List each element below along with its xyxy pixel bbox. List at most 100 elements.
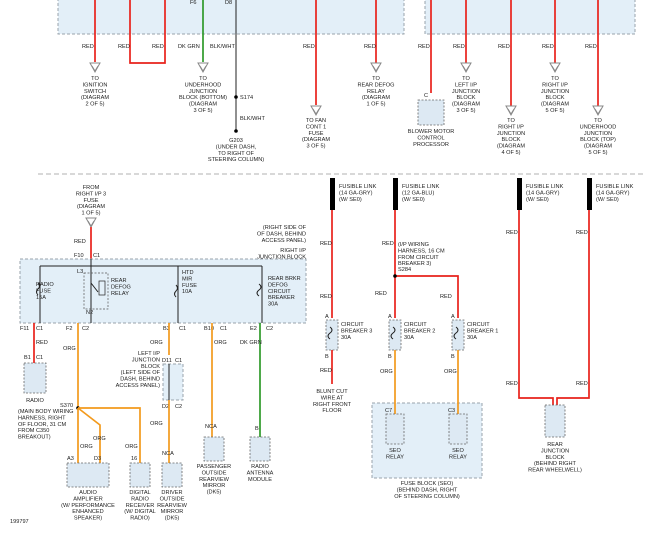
- wire-label: RED: [36, 340, 48, 346]
- fusible-link-2-icon: [393, 178, 398, 210]
- fusible-link-4-icon: [587, 178, 592, 210]
- wire-label: ORG: [150, 340, 163, 346]
- pin: B1: [24, 355, 31, 361]
- pin: C1: [179, 326, 186, 332]
- top-left-junction-block: [57, 0, 405, 35]
- circuit-breaker-1-box: [451, 319, 465, 351]
- wire-label: RED: [506, 230, 518, 236]
- fusible-link-label: FUSIBLE LINK(14 GA-GRY)(W/ SE0): [339, 184, 377, 203]
- rear-brkr-icon: [256, 283, 262, 297]
- audio-amplifier-box: [66, 462, 110, 488]
- pin: C1: [36, 355, 43, 361]
- pin: C7: [385, 408, 392, 414]
- wire-red-cb1: [395, 275, 459, 318]
- nca-label: NCA: [205, 424, 217, 430]
- driver-mirror-box: [161, 462, 183, 488]
- ground-g203-icon: [234, 129, 238, 133]
- breaker-icons: [327, 326, 459, 340]
- arrow-fan-icon: [310, 105, 322, 117]
- wire-red-loop: [129, 0, 166, 64]
- pin-n2: N2: [86, 310, 93, 316]
- wire-label: RED: [118, 44, 130, 50]
- wire-label: ORG: [63, 346, 76, 352]
- wire-label: RED: [152, 44, 164, 50]
- radio-fuse-icon: [36, 282, 40, 296]
- pin-d8: D8: [225, 0, 232, 6]
- wire-label: RED: [542, 44, 554, 50]
- pin: A: [388, 314, 392, 320]
- wire-label: RED: [320, 241, 332, 247]
- seo-relay-1-box: [385, 413, 405, 445]
- seo-relay-2-box: [448, 413, 468, 445]
- pin: D11: [162, 358, 172, 364]
- arrow-underhood-top-icon: [592, 105, 604, 117]
- splice-s284: S284: [398, 267, 411, 273]
- pin: C1: [175, 358, 182, 364]
- wire-label: BLK/WHT: [240, 116, 265, 122]
- pin: E2: [250, 326, 257, 332]
- arrow-right-ip4-icon: [505, 105, 517, 117]
- left-ip-junction-block: [162, 363, 184, 401]
- pin-c1: C1: [93, 253, 100, 259]
- pin: F11: [20, 326, 29, 332]
- wire-label: ORG: [380, 369, 393, 375]
- pin: C2: [82, 326, 89, 332]
- pin-f10: F10: [74, 253, 84, 259]
- passenger-mirror-box: [203, 436, 225, 462]
- wire-label: RED: [320, 368, 332, 374]
- fusible-link-1-icon: [330, 178, 335, 210]
- fusible-link-label: FUSIBLE LINK(12 GA-BLU)(W/ SE0): [402, 184, 440, 203]
- relay-switch-icon: [90, 282, 99, 300]
- pin: C1: [36, 326, 43, 332]
- radio-antenna-box: [249, 436, 271, 462]
- digital-radio-box: [129, 462, 151, 488]
- blower-pin: C: [424, 93, 428, 99]
- wire-label: RED: [82, 44, 94, 50]
- wire-label: RED: [364, 44, 376, 50]
- circuit-breaker-3-box: [325, 319, 339, 351]
- relay-coil-icon: [98, 280, 106, 296]
- rear-junction-block-box: [544, 404, 566, 438]
- right-ip-junction-block: [19, 258, 307, 324]
- pin: B3: [163, 326, 170, 332]
- wire-label: ORG: [80, 444, 93, 450]
- pin: D3: [94, 456, 101, 462]
- splice-s370: S370: [60, 403, 73, 409]
- wire-label: RED: [303, 44, 315, 50]
- radio-label: RADIO: [26, 398, 44, 404]
- wire-label: ORG: [125, 444, 138, 450]
- pin: 16: [131, 456, 137, 462]
- wire-label: ORG: [444, 369, 457, 375]
- pin: B: [325, 354, 329, 360]
- wire-label: DK GRN: [240, 340, 262, 346]
- pin: A3: [67, 456, 74, 462]
- wire-label: ORG: [214, 340, 227, 346]
- wire-label: RED: [440, 294, 452, 300]
- pin: B: [388, 354, 392, 360]
- wire-label: RED: [576, 230, 588, 236]
- wire-label: RED: [375, 291, 387, 297]
- wire-label: RED: [498, 44, 510, 50]
- nca-label: NCA: [162, 451, 174, 457]
- arrow-right-ip5-icon: [549, 62, 561, 74]
- wire-label: RED: [585, 44, 597, 50]
- blower-motor-processor-box: [417, 99, 445, 126]
